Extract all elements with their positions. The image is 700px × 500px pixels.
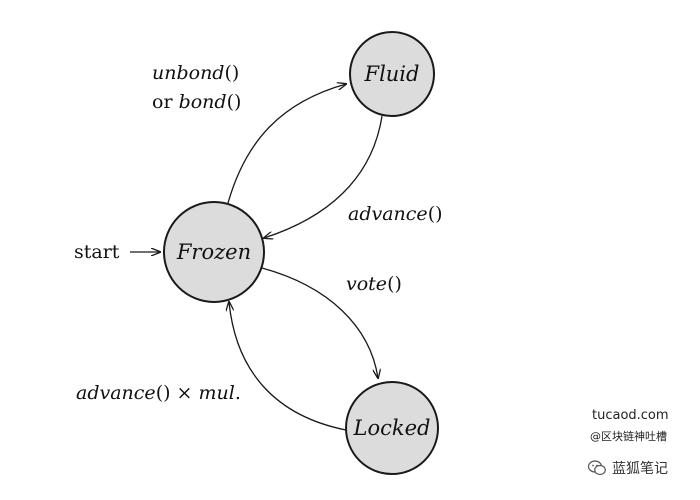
label-frozen-to-fluid-line2: or bond() [152,91,241,113]
edge-fluid-to-frozen [264,115,383,238]
state-fluid: Fluid [349,31,435,117]
watermark-brand-text: 蓝狐笔记 [612,461,668,477]
state-fluid-label: Fluid [364,62,420,86]
label-frozen-to-fluid-line1: unbond() [152,62,239,84]
state-locked: Locked [345,381,439,475]
label-fluid-to-frozen: advance() [348,203,443,225]
watermark-handle: @区块链神吐槽 [590,430,667,443]
edge-locked-to-frozen [229,302,347,431]
state-locked-label: Locked [353,416,431,440]
label-locked-to-frozen: advance() × mul. [76,382,241,404]
start-label: start [74,241,120,263]
edge-frozen-to-locked [261,267,378,378]
wechat-icon [588,460,606,476]
state-frozen-label: Frozen [176,240,251,264]
label-frozen-to-locked: vote() [346,273,402,295]
state-frozen: Frozen [163,201,265,303]
edge-frozen-to-fluid [227,84,346,204]
watermark-brand: 蓝狐笔记 [588,458,668,478]
watermark-site: tucaod.com [592,408,669,423]
